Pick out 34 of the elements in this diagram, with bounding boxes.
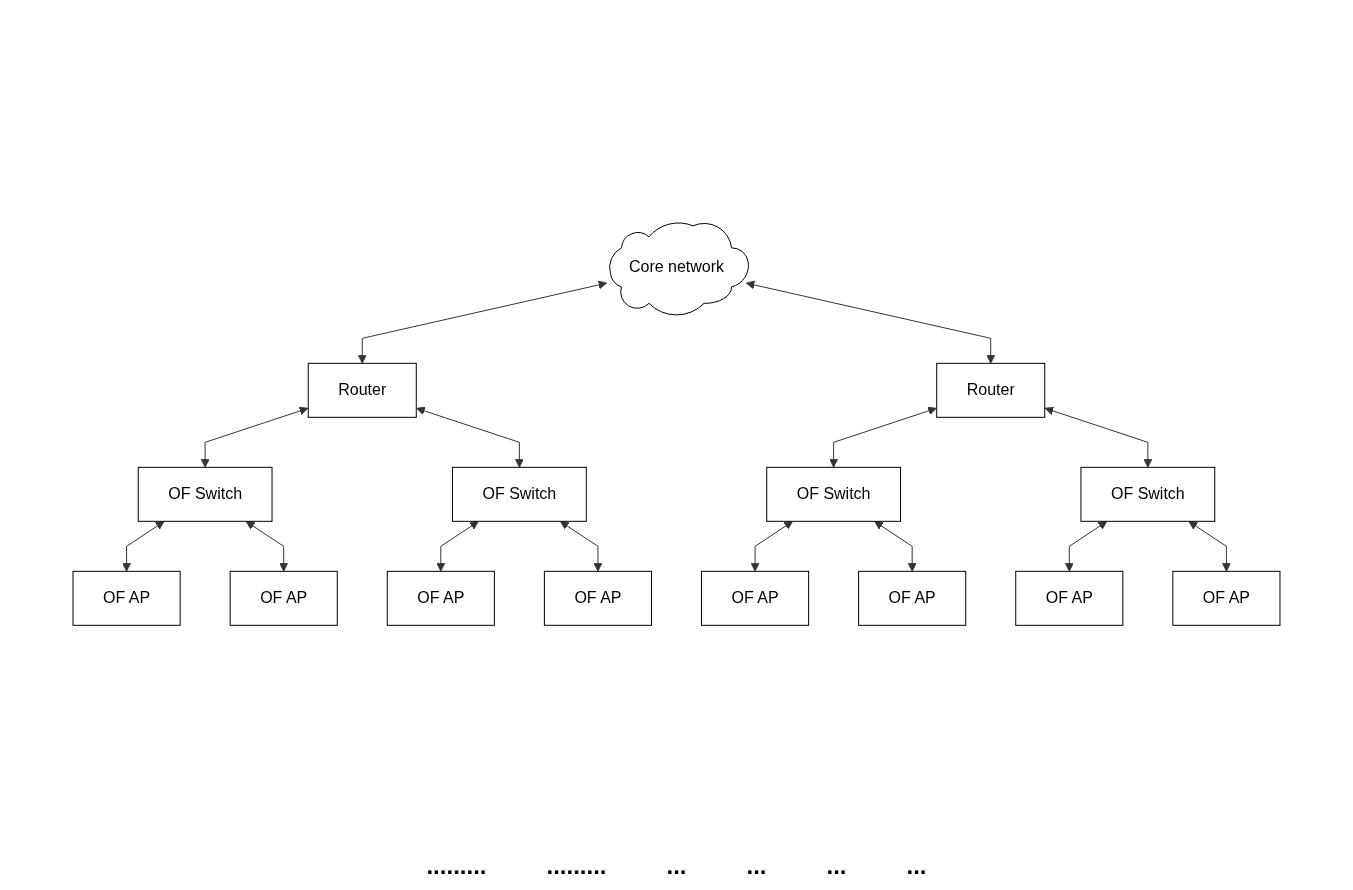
arrow — [122, 521, 165, 572]
node-box: OF AP — [1015, 570, 1124, 626]
arrow — [874, 521, 917, 572]
node-box: Router — [936, 362, 1046, 418]
node-box: OF Switch — [1080, 466, 1216, 522]
arrow — [200, 406, 309, 468]
arrow — [750, 521, 793, 572]
arrow — [1188, 521, 1231, 572]
arrow — [416, 406, 524, 468]
ellipsis-dots: ......... — [426, 852, 487, 880]
node-box: OF AP — [1172, 570, 1281, 626]
arrow — [245, 521, 289, 572]
ellipsis-dots: ... — [906, 852, 927, 880]
node-box: OF AP — [543, 570, 652, 626]
ellipsis-dots: ... — [666, 852, 687, 880]
arrow — [1044, 406, 1153, 468]
arrow — [436, 521, 479, 572]
node-box: OF AP — [701, 570, 810, 626]
ellipsis-dots: ... — [826, 852, 847, 880]
arrow — [1064, 521, 1108, 572]
node-box: OF AP — [386, 570, 495, 626]
ellipsis-dots: ... — [746, 852, 767, 880]
node-box: Router — [307, 362, 417, 418]
node-box: OF AP — [858, 570, 967, 626]
node-box: OF Switch — [137, 466, 273, 522]
node-box: OF Switch — [452, 466, 587, 522]
node-box: OF AP — [72, 570, 181, 626]
node-box: OF AP — [229, 570, 338, 626]
arrow — [745, 280, 996, 364]
ellipsis-dots: ......... — [546, 852, 607, 880]
arrow — [560, 521, 603, 572]
arrow — [829, 406, 937, 468]
node-box: OF Switch — [766, 466, 901, 522]
arrow — [357, 280, 608, 364]
